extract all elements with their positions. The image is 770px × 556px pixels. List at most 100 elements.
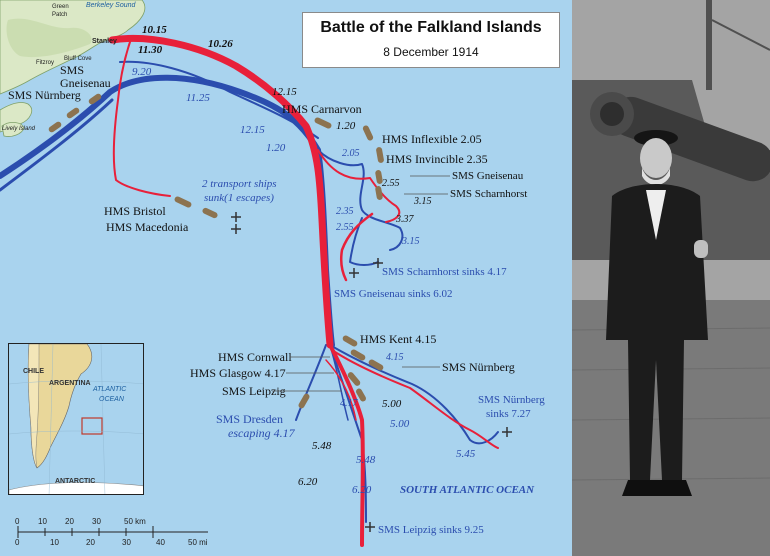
- land-relief: [6, 18, 92, 58]
- time-red-620: 6.20: [298, 476, 318, 488]
- time-red-1026: 10.26: [208, 38, 233, 50]
- chile-strip: [27, 344, 40, 469]
- label-kent: HMS Kent 4.15: [360, 332, 437, 346]
- label-carnarvon: HMS Carnarvon: [282, 102, 362, 116]
- ship-invincible: [376, 147, 384, 163]
- scale-km-20: 20: [65, 517, 74, 526]
- ship-nurnberg-right: [368, 359, 384, 371]
- label-nurnberg-right: SMS Nürnberg: [442, 360, 515, 374]
- scale-km-30: 30: [92, 517, 101, 526]
- time-red-548: 5.48: [312, 440, 332, 452]
- ship-nurnberg-top-2: [66, 107, 80, 119]
- time-blue-315: 3.15: [402, 236, 420, 247]
- time-red-500: 5.00: [382, 398, 402, 410]
- time-blue-620: 6.20: [352, 484, 372, 496]
- label-scharnhorst-mid: SMS Scharnhorst: [450, 188, 528, 200]
- label-nurnberg-top: SMS Nürnberg: [8, 88, 81, 102]
- place-stanley: Stanley: [92, 38, 117, 45]
- time-blue-417: 4.17: [340, 398, 358, 409]
- label-leipzig: SMS Leipzig: [222, 384, 286, 398]
- scale-mi-40: 40: [156, 538, 165, 547]
- map-graphics: [0, 0, 512, 547]
- time-blue-415: 4.15: [386, 352, 404, 363]
- label-glasgow: HMS Glasgow 4.17: [190, 366, 286, 380]
- label-gneisenau-top: SMS Gneisenau: [60, 63, 111, 90]
- ship-bristol: [174, 196, 192, 208]
- portrait-illustration: [572, 0, 770, 556]
- sink-markers: [231, 212, 512, 532]
- place-bluff-cove: Bluff Cove: [64, 56, 92, 62]
- ship-gneisenau: [375, 170, 383, 184]
- inset-argentina: ARGENTINA: [49, 380, 91, 387]
- ship-scharnhorst: [375, 186, 383, 200]
- place-berkeley-sound: Berkeley Sound: [86, 2, 136, 9]
- label-cornwall: HMS Cornwall: [218, 350, 292, 364]
- inset-atlantic: ATLANTIC: [93, 386, 127, 393]
- label-invincible: HMS Invincible 2.35: [386, 152, 488, 166]
- label-nurnberg-sinks-time: sinks 7.27: [486, 408, 531, 420]
- time-blue-500: 5.00: [390, 418, 410, 430]
- ship-inflexible: [362, 125, 374, 141]
- time-blue-120: 1.20: [266, 142, 286, 154]
- scale-mi-50: 50 mi: [188, 538, 208, 547]
- scale-mi-20: 20: [86, 538, 95, 547]
- time-red-315: 3.15: [414, 196, 432, 207]
- falklands-locator: [81, 417, 103, 435]
- label-dresden: SMS Dresden: [216, 412, 284, 426]
- scale-km-50: 50 km: [124, 517, 146, 526]
- time-blue-545: 5.45: [456, 448, 476, 460]
- ship-cornwall: [350, 349, 366, 361]
- label-macedonia: HMS Macedonia: [106, 220, 189, 234]
- place-patch: Patch: [52, 12, 68, 18]
- label-nurnberg-sinks: SMS Nürnberg: [478, 394, 545, 406]
- inset-antarctic: ANTARCTIC: [55, 478, 96, 485]
- time-red-1215: 12.15: [272, 86, 297, 98]
- time-blue-1125: 11.25: [186, 92, 210, 104]
- portrait-photo: [572, 0, 770, 556]
- leader-lines: [272, 175, 450, 392]
- antarctica-land: [9, 482, 143, 494]
- time-blue-1130: 11.30: [138, 44, 163, 56]
- inset-ocean: OCEAN: [99, 396, 124, 403]
- label-ocean: SOUTH ATLANTIC OCEAN: [400, 484, 535, 496]
- map-title: Battle of the Falkland Islands: [320, 19, 542, 36]
- place-fitzroy: Fitzroy: [36, 60, 54, 66]
- label-dresden-escaping: escaping 4.17: [228, 426, 295, 440]
- map-date: 8 December 1914: [383, 45, 479, 59]
- time-red-255: 2.55: [382, 178, 400, 189]
- ship-leipzig: [356, 388, 366, 402]
- place-lively-island: Lively Island: [2, 126, 36, 132]
- scale-mi-30: 30: [122, 538, 131, 547]
- scale-bar: [17, 526, 208, 538]
- time-blue-255: 2.55: [336, 222, 354, 233]
- ship-gneisenau-top-1: [88, 93, 102, 105]
- label-gneisenau-mid: SMS Gneisenau: [452, 170, 524, 182]
- battle-map: Battle of the Falkland Islands 8 Decembe…: [0, 0, 572, 556]
- ship-nurnberg-top-1: [48, 121, 62, 133]
- ship-glasgow: [347, 372, 361, 386]
- time-blue-920: 9.20: [132, 66, 152, 78]
- time-red-337: 3.37: [396, 214, 414, 225]
- scale-mi-0: 0: [15, 538, 20, 547]
- scale-km-10: 10: [38, 517, 47, 526]
- place-green: Green: [52, 4, 69, 10]
- ship-carnarvon: [314, 117, 332, 129]
- time-blue-1215: 12.15: [240, 124, 265, 136]
- ship-dresden: [298, 393, 310, 409]
- label-leipzig-sinks: SMS Leipzig sinks 9.25: [378, 524, 484, 536]
- time-blue-548: 5.48: [356, 454, 376, 466]
- lively-island: [1, 122, 25, 137]
- ship-macedonia: [202, 207, 218, 219]
- title-box: Battle of the Falkland Islands 8 Decembe…: [302, 12, 560, 68]
- inset-chile: CHILE: [23, 368, 44, 375]
- scale-mi-10: 10: [50, 538, 59, 547]
- time-blue-205: 2.05: [342, 148, 360, 159]
- ship-markers: [48, 93, 384, 409]
- inset-map: CHILE ARGENTINA ATLANTIC OCEAN ANTARCTIC: [8, 343, 144, 495]
- scale-km-0: 0: [15, 517, 20, 526]
- inset-graphics: [9, 344, 143, 494]
- label-scharnhorst-sinks: SMS Scharnhorst sinks 4.17: [382, 266, 507, 278]
- label-transports: 2 transport ships: [202, 178, 277, 190]
- time-red-120: 1.20: [336, 120, 356, 132]
